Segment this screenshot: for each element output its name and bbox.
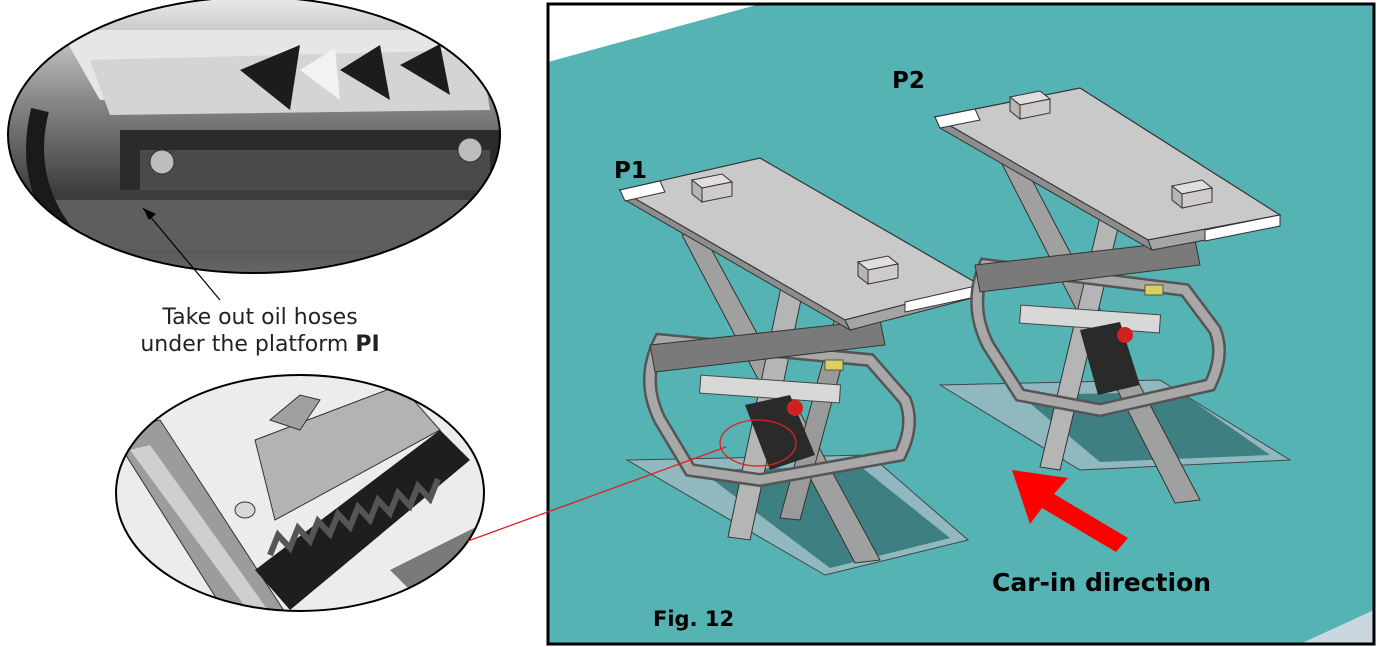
lift-p2-pad — [1170, 179, 1214, 210]
caption-line-2-text: under the platform — [140, 332, 356, 357]
photo-inset-oil-hoses — [7, 0, 501, 274]
label-figure: Fig. 12 — [653, 607, 735, 631]
lift-p2-pad — [1008, 90, 1052, 121]
oil-hoses-caption: Take out oil hoses under the platform PI — [100, 304, 420, 358]
label-car-in-direction: Car-in direction — [992, 568, 1212, 597]
back-wall — [548, 4, 760, 62]
lift-p1-pad — [856, 255, 900, 286]
floor-edge-right — [1300, 610, 1374, 644]
main-scene — [548, 4, 1374, 644]
detail-leader-line — [467, 446, 727, 542]
lift-p1 — [618, 157, 982, 576]
label-p2: P2 — [892, 68, 925, 94]
detail-highlight-circle — [719, 419, 797, 467]
caption-pointer-line — [142, 207, 221, 301]
lift-p2 — [933, 87, 1292, 504]
caption-line-2: under the platform PI — [100, 331, 420, 358]
caption-pointer-arrowhead — [143, 208, 156, 220]
caption-line-2-bold: PI — [355, 332, 380, 357]
lift-p1-pad — [690, 173, 734, 204]
caption-line-1: Take out oil hoses — [162, 305, 358, 330]
car-in-arrow-icon — [1012, 470, 1128, 552]
detail-inset-safety-rack — [115, 374, 485, 612]
label-p1: P1 — [614, 158, 647, 184]
main-frame — [546, 2, 1376, 646]
floor — [548, 4, 1374, 644]
